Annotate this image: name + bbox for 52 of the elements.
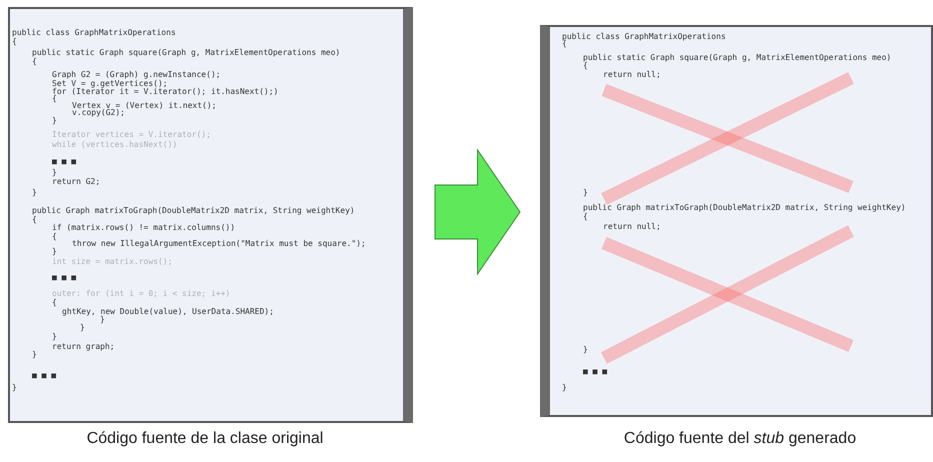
code-line: }	[52, 247, 57, 256]
code-line: {	[583, 212, 588, 221]
code-line: }	[562, 383, 567, 392]
code-panel	[8, 7, 413, 423]
code-line: ■ ■ ■	[52, 273, 76, 282]
code-line: Set V = g.getVertices();	[52, 79, 168, 88]
code-line: while (vertices.hasNext())	[52, 140, 178, 149]
code-line: }	[12, 383, 17, 392]
code-line: {	[52, 232, 57, 241]
node-label: Código fuente del stub generado	[624, 430, 856, 448]
code-line: ghtKey, new Double(value), UserData.SHARED);	[62, 307, 274, 316]
node-label: Código fuente de la clase original	[86, 430, 324, 448]
code-line: }	[32, 188, 37, 197]
code-line: }	[52, 168, 57, 177]
code-panel	[540, 25, 933, 417]
code-line: Iterator vertices = V.iterator();	[52, 130, 211, 139]
code-line: }	[80, 323, 85, 332]
code-line: }	[583, 188, 588, 197]
block-arrow	[434, 148, 521, 276]
code-line: }	[100, 315, 105, 324]
code-line: }	[52, 332, 57, 341]
code-line: {	[32, 215, 37, 224]
code-line: public Graph matrixToGraph(DoubleMatrix2D matrix, String weightKey)	[583, 203, 906, 212]
code-line: ■ ■ ■	[52, 157, 76, 166]
code-line: {	[32, 57, 37, 66]
code-line: public static Graph square(Graph g, MatrixElementOperations meo)	[32, 48, 340, 57]
code-line: }	[52, 116, 57, 125]
code-line: return G2;	[52, 177, 100, 186]
code-line: ■ ■ ■	[32, 371, 56, 380]
code-line: public class GraphMatrixOperations	[12, 28, 176, 37]
code-line: return null;	[603, 70, 661, 79]
code-line: public static Graph square(Graph g, MatrixElementOperations meo)	[583, 53, 892, 62]
code-line: }	[583, 345, 588, 354]
code-line: int size = matrix.rows();	[52, 257, 172, 266]
code-line: Graph G2 = (Graph) g.newInstance();	[52, 70, 221, 79]
code-line: Vertex v = (Vertex) it.next();	[72, 101, 216, 110]
code-line: {	[52, 298, 57, 307]
code-line: if (matrix.rows() != matrix.columns())	[52, 223, 236, 232]
code-line: ■ ■ ■	[583, 367, 608, 376]
code-line: {	[52, 94, 57, 103]
code-line: return graph;	[52, 342, 115, 351]
code-line: public Graph matrixToGraph(DoubleMatrix2D matrix, String weightKey)	[32, 206, 355, 215]
code-line: throw new IllegalArgumentException("Matrix must be square.");	[72, 239, 366, 248]
code-line: outer: for (int i = 0; i < size; i++)	[52, 289, 230, 298]
code-line: {	[583, 61, 588, 70]
code-line: return null;	[603, 222, 661, 231]
code-line: public class GraphMatrixOperations	[562, 32, 726, 41]
code-line: }	[32, 350, 37, 359]
code-line: {	[12, 37, 17, 46]
code-line: {	[562, 39, 567, 48]
code-line: for (Iterator it = V.iterator(); it.hasNext();)	[52, 87, 278, 96]
code-line: v.copy(G2);	[72, 108, 125, 117]
